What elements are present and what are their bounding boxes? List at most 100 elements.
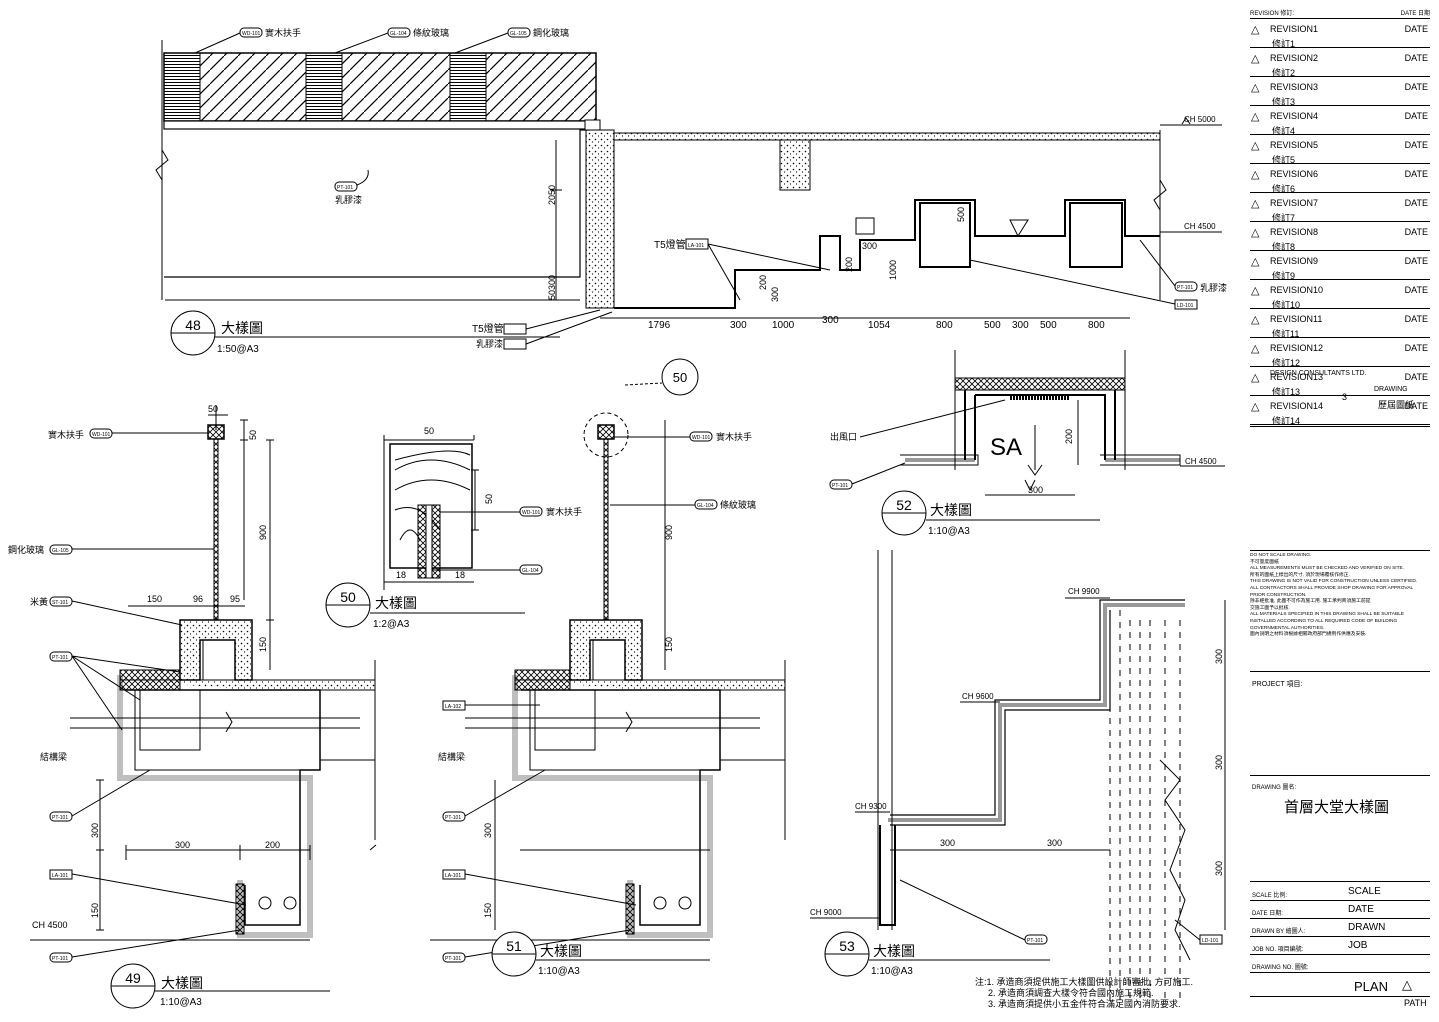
tag-beam-51: 結構梁 xyxy=(438,751,465,762)
code-pt-53: PT-101 xyxy=(1027,938,1043,944)
code-stone-49: ST-101 xyxy=(52,600,68,606)
revision-label: REVISION4 xyxy=(1270,111,1319,121)
code-gl-50: GL-104 xyxy=(522,568,539,574)
revision-date: DATE xyxy=(1404,140,1428,150)
dim-300f: 300 xyxy=(770,287,780,302)
code-pt3-49: PT-101 xyxy=(52,956,68,962)
drawing-label: DRAWING 圖名: xyxy=(1252,785,1297,791)
dim-300a-53: 300 xyxy=(1214,649,1224,664)
revision-date: DATE xyxy=(1404,82,1428,92)
dim-18b-50: 18 xyxy=(455,570,465,580)
code-pt101: PT-101 xyxy=(337,185,353,191)
dim-300d-53: 300 xyxy=(940,838,955,848)
revision-date: DATE xyxy=(1404,343,1428,353)
revision-date: DATE xyxy=(1404,111,1428,121)
code-gl104: GL-104 xyxy=(390,31,407,37)
code-wd101: WD-101 xyxy=(242,31,261,37)
date-value: DATE xyxy=(1348,904,1374,915)
code-pt2-51: PT-101 xyxy=(445,956,461,962)
code-ld101: LD-101 xyxy=(1177,303,1194,309)
dim-800: 800 xyxy=(936,320,953,331)
notes-line: 除非經批准, 此圖不可作為施工用. 施工承判商須施工前提 xyxy=(1250,599,1371,605)
revision-triangle-icon: △ xyxy=(1251,24,1260,36)
general-note-1: 注:1. 承造商須提供施工大樣圖供設計師審批, 方可施工. xyxy=(975,976,1193,987)
callout-50: 50 xyxy=(673,370,687,385)
dim-200b: 200 xyxy=(758,275,768,290)
dim-18a-50: 18 xyxy=(396,570,406,580)
code-gl105: GL-105 xyxy=(510,31,527,37)
revision-triangle-icon: △ xyxy=(1251,198,1260,210)
revision-date: DATE xyxy=(1404,256,1428,266)
overlap-num: 3 xyxy=(1342,392,1348,402)
code-pt-52: PT-101 xyxy=(832,483,848,489)
dim-1796: 1796 xyxy=(648,320,671,331)
detail-50: 50 50 18 18 WD-101 實木扶手 GL-104 50 大樣圖 1:… xyxy=(325,426,582,630)
detail-scale-51: 1:10@A3 xyxy=(538,966,580,977)
job-label: JOB NO. 項目編號: xyxy=(1252,947,1304,953)
revision-label: REVISION11 xyxy=(1270,314,1323,324)
revision-note: 修訂5 xyxy=(1272,155,1296,165)
revision-note: 修訂1 xyxy=(1272,39,1296,49)
plan-label: PLAN xyxy=(1354,979,1388,994)
revision-date: DATE xyxy=(1404,372,1428,382)
dim-1000v: 1000 xyxy=(888,260,898,280)
ch-9900-53: CH 9900 xyxy=(1068,587,1100,596)
title-block: DRAWING 圖名: 首層大堂大樣圖 SCALE 比例: SCALE DATE… xyxy=(1250,775,1430,1011)
revision-note: 修訂8 xyxy=(1272,242,1296,252)
drawing-title: 首層大堂大樣圖 xyxy=(1284,799,1390,816)
detail-num-51: 51 xyxy=(506,938,522,954)
revision-row: △ REVISION3 DATE 修訂3 xyxy=(1250,77,1430,107)
notes-line: DO NOT SCALE DRAWING. xyxy=(1250,553,1312,558)
notes-line: ALL MEASUREMENTS MUST BE CHECKED AND VER… xyxy=(1250,566,1405,572)
revision-date: DATE xyxy=(1404,24,1428,34)
dim-800b: 800 xyxy=(1088,320,1105,331)
revision-label: REVISION10 xyxy=(1270,285,1324,295)
tag-paint-b: 乳膠漆 xyxy=(476,338,503,349)
revision-triangle-icon: △ xyxy=(1251,169,1260,181)
tag-glass-pattern: 條紋玻璃 xyxy=(413,27,449,38)
dim-150-51: 150 xyxy=(664,637,674,652)
detail-title-51: 大樣圖 xyxy=(540,943,582,959)
ch-9600-53: CH 9600 xyxy=(962,692,994,701)
detail-num-53: 53 xyxy=(839,938,855,954)
tag-handrail-51: 實木扶手 xyxy=(716,431,752,442)
dim-300c: 300 xyxy=(822,315,839,326)
notes-line: THIS DRAWING IS NOT VALID FOR CONSTRUCTI… xyxy=(1250,579,1418,585)
revision-label: REVISION3 xyxy=(1270,82,1319,92)
revision-triangle-icon: △ xyxy=(1251,82,1260,94)
tag-paint: 乳膠漆 xyxy=(335,194,362,205)
tag-paint-48: 乳膠漆 xyxy=(1200,282,1227,293)
code-glass-51: GL-104 xyxy=(697,503,714,509)
drawing-no-label: DRAWING NO. 圖號: xyxy=(1252,965,1309,971)
revision-date: DATE xyxy=(1404,198,1428,208)
notes-line: ALL CONTRACTORS SHALL PROVIDE SHOP DRAWI… xyxy=(1250,585,1414,591)
dim-150v-49: 150 xyxy=(258,637,268,652)
revision-note: 修訂3 xyxy=(1272,97,1296,107)
detail-51: 50 WD-101 實木扶手 GL-104 條紋玻璃 900 150 300 1… xyxy=(430,358,786,977)
notes-line: 交施工圖予以批核. xyxy=(1250,605,1290,611)
dim-1054: 1054 xyxy=(868,320,891,331)
detail-scale-52: 1:10@A3 xyxy=(928,526,970,537)
overlap-type: 歷屆圖紙 xyxy=(1378,400,1415,410)
tag-glass-51: 條紋玻璃 xyxy=(720,499,756,510)
detail-num-49: 49 xyxy=(125,970,141,986)
tag-t5: T5燈管 xyxy=(654,238,686,251)
ch-4500-52: CH 4500 xyxy=(1185,457,1217,466)
revision-header-left: REVISION 修訂: xyxy=(1250,11,1295,17)
detail-52: SA 200 300 CH 4500 出風口 PT-101 52 大樣圖 1:1… xyxy=(829,350,1225,537)
ch-9000-53: CH 9000 xyxy=(810,908,842,917)
tag-handrail-49: 實木扶手 xyxy=(48,429,84,440)
detail-num-48: 48 xyxy=(185,317,201,333)
detail-scale-49: 1:10@A3 xyxy=(160,997,202,1008)
ch-4500-49: CH 4500 xyxy=(32,920,68,930)
revision-label: REVISION5 xyxy=(1270,140,1319,150)
revision-triangle-icon: △ xyxy=(1251,343,1260,355)
job-value: JOB xyxy=(1348,940,1368,951)
detail-title-50: 大樣圖 xyxy=(375,595,417,611)
dim-96-49: 96 xyxy=(193,594,203,604)
